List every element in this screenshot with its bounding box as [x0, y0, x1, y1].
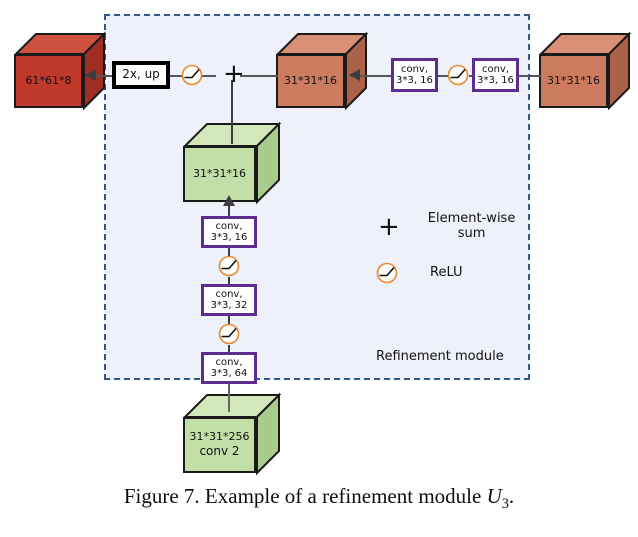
cube-source-3d — [182, 392, 282, 476]
legend-relu: ReLU — [376, 262, 463, 284]
cube-input-right: 31*31*16 — [538, 31, 632, 111]
connector-plus-to-relu-left — [202, 75, 216, 77]
cube-output: 61*61*8 — [13, 31, 107, 111]
cube-branch-face: 31*31*16 — [183, 146, 256, 202]
figure-caption-suffix: . — [508, 484, 515, 508]
legend-sum-icon: + — [378, 211, 400, 242]
relu-icon — [218, 255, 240, 277]
block-conv-16[interactable]: conv, 3*3, 16 — [201, 216, 257, 248]
cube-output-face: 61*61*8 — [14, 54, 83, 108]
connector-conv-left-to-cube — [350, 75, 391, 77]
connector-input-to-conv-right — [519, 75, 541, 77]
figure-caption-prefix: Figure 7. Example of a refinement module — [123, 484, 487, 508]
figure-caption-subscript: 3 — [501, 496, 509, 513]
relu-icon — [447, 64, 469, 86]
legend-sum-line2: sum — [457, 225, 486, 241]
block-conv-64[interactable]: conv, 3*3, 64 — [201, 352, 257, 384]
cube-source-face: 31*31*256 conv 2 — [183, 417, 256, 473]
figure-caption: Figure 7. Example of a refinement module… — [0, 484, 638, 513]
cube-sum-result: 31*31*16 — [275, 31, 369, 111]
connector-relu-mid-upper — [228, 248, 230, 256]
cube-sum-result-face: 31*31*16 — [276, 54, 345, 108]
cube-input-right-3d — [538, 31, 632, 111]
connector-cube-to-plus — [240, 75, 278, 77]
block-conv-32-line1: conv, — [215, 288, 243, 300]
block-conv-top-left[interactable]: conv, 3*3, 16 — [391, 58, 438, 92]
cube-branch-label: 31*31*16 — [193, 166, 246, 180]
block-conv-64-line2: 3*3, 64 — [210, 368, 248, 379]
connector-conv16-to-branch-cube — [228, 200, 230, 216]
connector-relu-to-upsample — [170, 75, 183, 77]
figure-caption-variable: U — [486, 484, 502, 508]
cube-output-3d — [13, 31, 107, 111]
relu-icon — [218, 323, 240, 345]
cube-sum-result-label: 31*31*16 — [284, 73, 337, 87]
arrowhead-into-branch-cube — [223, 195, 235, 206]
relu-icon — [376, 262, 398, 284]
block-conv-32-line2: 3*3, 32 — [210, 300, 248, 311]
elementwise-sum-node: + — [223, 59, 245, 89]
connector-upsample-to-output — [96, 75, 112, 77]
legend-sum-line1: Element-wise — [427, 211, 516, 226]
block-conv-top-right-line1: conv, — [481, 63, 510, 75]
block-conv-top-left-line1: conv, — [400, 63, 429, 75]
cube-source-shape-label: 31*31*256 — [189, 429, 250, 443]
relu-node-branch-upper[interactable] — [218, 255, 240, 277]
connector-relu-low-upper — [228, 316, 230, 324]
block-upsample-label: 2x, up — [122, 67, 160, 82]
block-conv-top-right-line2: 3*3, 16 — [477, 75, 514, 86]
block-conv-16-line2: 3*3, 16 — [210, 232, 248, 243]
cube-input-right-face: 31*31*16 — [539, 54, 608, 108]
cube-output-label: 61*61*8 — [25, 73, 72, 87]
legend-sum-label: Element-wise sum — [427, 211, 516, 242]
block-conv-16-line1: conv, — [215, 220, 243, 232]
connector-relu-low-lower — [228, 345, 230, 352]
connector-relu-mid-lower — [228, 277, 230, 284]
legend-relu-label: ReLU — [430, 264, 463, 280]
block-upsample[interactable]: 2x, up — [112, 61, 170, 89]
block-conv-64-line1: conv, — [215, 356, 243, 368]
legend-relu-icon — [376, 262, 398, 284]
connector-plus-to-branch-cube — [231, 80, 233, 144]
block-conv-top-right[interactable]: conv, 3*3, 16 — [472, 58, 519, 92]
arrowhead-into-output-cube — [85, 69, 96, 81]
refinement-module-caption: Refinement module — [376, 349, 504, 364]
relu-node-top-left[interactable] — [181, 64, 203, 86]
relu-icon — [181, 64, 203, 86]
block-conv-32[interactable]: conv, 3*3, 32 — [201, 284, 257, 316]
relu-node-top-right[interactable] — [447, 64, 469, 86]
connector-relu-to-conv-left — [438, 75, 450, 77]
block-conv-top-left-line2: 3*3, 16 — [396, 75, 433, 86]
arrowhead-into-sum-result-cube — [349, 69, 360, 81]
relu-node-branch-lower[interactable] — [218, 323, 240, 345]
cube-source-name-label: conv 2 — [199, 444, 240, 459]
cube-input-right-label: 31*31*16 — [547, 73, 600, 87]
legend-elementwise-sum: + Element-wise sum — [378, 211, 516, 242]
cube-source: 31*31*256 conv 2 — [182, 392, 282, 476]
connector-source-to-conv64 — [228, 384, 230, 412]
